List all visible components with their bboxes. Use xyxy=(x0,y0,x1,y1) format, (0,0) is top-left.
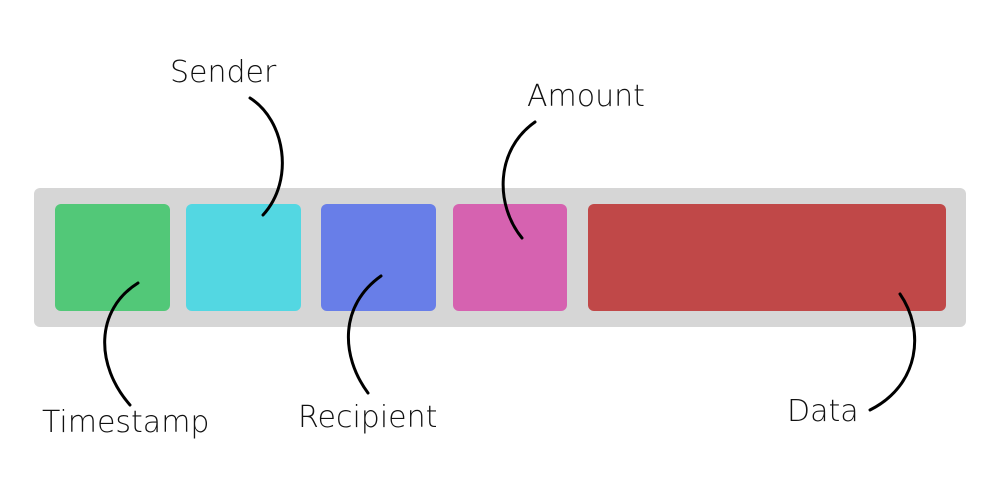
data-field-block xyxy=(588,204,946,311)
data-label: Data xyxy=(787,394,859,429)
recipient-label: Recipient xyxy=(298,400,438,435)
timestamp-label: Timestamp xyxy=(42,405,210,440)
amount-label: Amount xyxy=(527,79,645,114)
timestamp-field-block xyxy=(55,204,170,311)
sender-label: Sender xyxy=(170,55,277,90)
amount-field-block xyxy=(453,204,567,311)
recipient-field-block xyxy=(321,204,436,311)
sender-field-block xyxy=(186,204,301,311)
